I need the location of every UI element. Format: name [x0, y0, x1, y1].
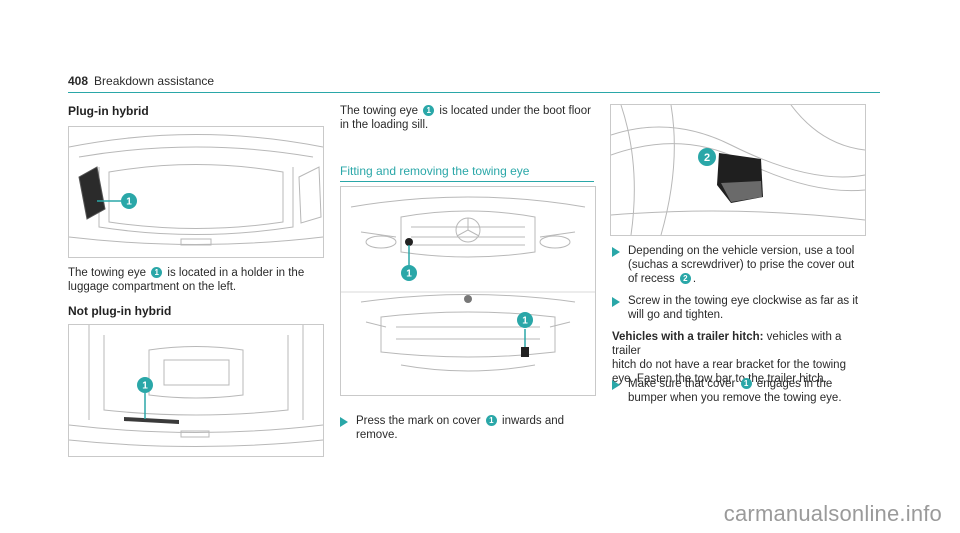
subheading-fitting-towing-eye: Fitting and removing the towing eye [340, 164, 594, 182]
step-text-b: engages in the [756, 378, 833, 390]
figure-luggage-not-plugin: 1 [68, 324, 324, 457]
callout-badge: 2 [679, 273, 691, 284]
callout-badge: 1 [485, 415, 497, 426]
col2-para-text-a: The towing eye [340, 105, 418, 117]
col2-para-text-c: in the loading sill. [340, 119, 429, 131]
step-text-b: inwards and [502, 415, 565, 427]
col1-para-text-a: The towing eye [68, 267, 146, 279]
col2-paragraph: The towing eye 1 is located under the bo… [340, 104, 596, 132]
step-arrow-icon [340, 417, 348, 427]
step-arrow-icon [612, 297, 620, 307]
fig3-callout-top: 1 [406, 269, 412, 280]
fig1-callout: 1 [126, 197, 132, 208]
step-arrow-icon [612, 380, 620, 390]
watermark: carmanualsonline.info [723, 501, 942, 526]
step-text-b: (suchas a screwdriver) to prise the cove… [628, 259, 855, 271]
callout-badge: 1 [423, 105, 435, 116]
heading-plug-in-hybrid: Plug-in hybrid [68, 104, 149, 118]
step-text-a: Screw in the towing eye clockwise as far… [628, 295, 859, 307]
step-arrow-icon [612, 247, 620, 257]
step-text-a: Depending on the vehicle version, use a … [628, 245, 855, 257]
step-text-c: remove. [356, 429, 398, 441]
step-text-c: bumper when you remove the towing eye. [628, 392, 842, 404]
fig3-callout-bottom: 1 [522, 316, 528, 327]
col2-para-text-b: is located under the boot floor [439, 105, 591, 117]
col3-trailer-note: Vehicles with a trailer hitch: vehicles … [612, 330, 868, 386]
note-text-c: eye. Fasten the tow bar to the trailer h… [612, 373, 827, 385]
figure-front-bumper: 1 1 [340, 186, 596, 396]
step-text-c: of recess [628, 273, 675, 285]
col1-para-text-b: is located in a holder in the [167, 267, 305, 279]
fig2-callout: 1 [142, 381, 148, 392]
callout-badge: 1 [740, 378, 752, 389]
col1-paragraph: The towing eye 1 is located in a holder … [68, 266, 324, 294]
note-text-a: vehicles with a trailer [612, 331, 842, 357]
heading-not-plug-in-hybrid: Not plug-in hybrid [68, 304, 172, 318]
step-text-b: will go and tighten. [628, 309, 724, 321]
page-number: 408 [68, 74, 89, 88]
step-text-a: Make sure that cover [628, 378, 736, 390]
figure-recess-closeup: 2 [610, 104, 866, 236]
page-header: 408 Breakdown assistance [68, 72, 880, 93]
col1-para-text-c: luggage compartment on the left. [68, 281, 237, 293]
note-text-b: hitch do not have a rear bracket for the… [612, 359, 846, 371]
callout-badge: 1 [151, 267, 163, 278]
note-bold-label: Vehicles with a trailer hitch: [612, 331, 764, 343]
figure-luggage-plugin: 1 [68, 126, 324, 258]
page-title: Breakdown assistance [94, 74, 215, 88]
step-text-a: Press the mark on cover [356, 415, 481, 427]
fig4-callout: 2 [704, 152, 710, 164]
